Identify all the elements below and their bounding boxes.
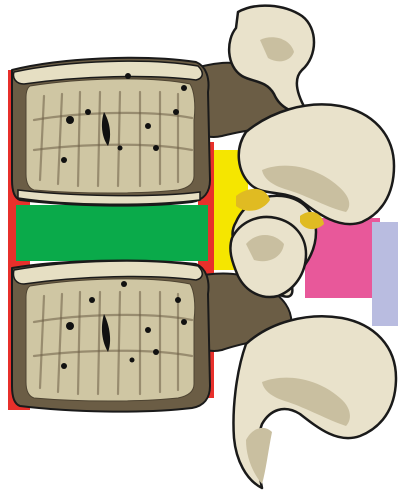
upper-cancellous-bone <box>26 79 195 193</box>
intervertebral-disc <box>16 205 208 261</box>
lower-cancellous-bone <box>26 279 195 401</box>
posterior-edge-band <box>372 222 398 326</box>
